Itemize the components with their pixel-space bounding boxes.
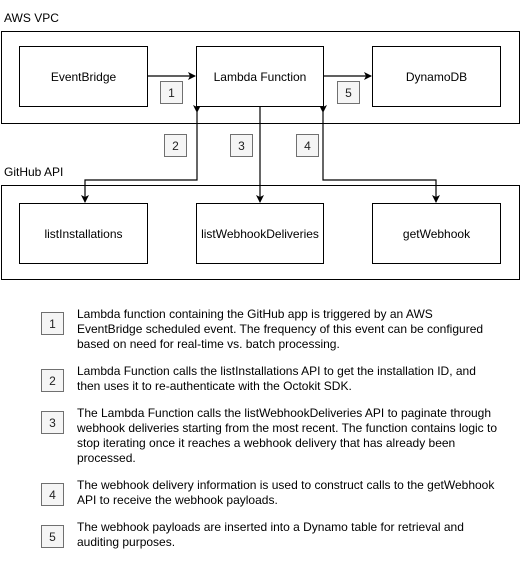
- legend-badge-5: 5: [41, 525, 64, 548]
- edge-lambda-listinstallations: [81, 105, 201, 203]
- legend-badge-3: 3: [41, 411, 64, 434]
- legend-badge-4: 4: [41, 483, 64, 506]
- dynamodb-node[interactable]: DynamoDB: [372, 46, 501, 107]
- legend-badge-2: 2: [41, 369, 64, 392]
- vpc-group-label: AWS VPC: [4, 11, 59, 25]
- legend-text-4: The webhook delivery information is used…: [77, 478, 495, 507]
- edge-lambda-getwebhook: [319, 105, 440, 203]
- github-group-label: GitHub API: [4, 165, 64, 179]
- step-badge-2: 2: [164, 134, 187, 157]
- legend-text-2: Lambda Function calls the listInstallati…: [77, 364, 476, 393]
- legend-badge-1: 1: [41, 312, 64, 335]
- legend-text-3: The Lambda Function calls the listWebhoo…: [77, 406, 497, 465]
- eventbridge-node[interactable]: EventBridge: [19, 46, 148, 107]
- legend-text-5: The webhook payloads are inserted into a…: [77, 520, 464, 549]
- legend-text-1: Lambda function containing the GitHub ap…: [77, 307, 484, 351]
- lambda-function-node[interactable]: Lambda Function: [196, 46, 324, 107]
- step-badge-1: 1: [160, 81, 183, 104]
- step-badge-3: 3: [230, 134, 253, 157]
- step-badge-4: 4: [296, 134, 319, 157]
- list-installations-node[interactable]: listInstallations: [19, 203, 148, 264]
- get-webhook-node[interactable]: getWebhook: [372, 203, 501, 264]
- step-badge-5: 5: [337, 81, 360, 104]
- list-webhook-deliveries-node[interactable]: listWebhookDeliveries: [196, 203, 324, 264]
